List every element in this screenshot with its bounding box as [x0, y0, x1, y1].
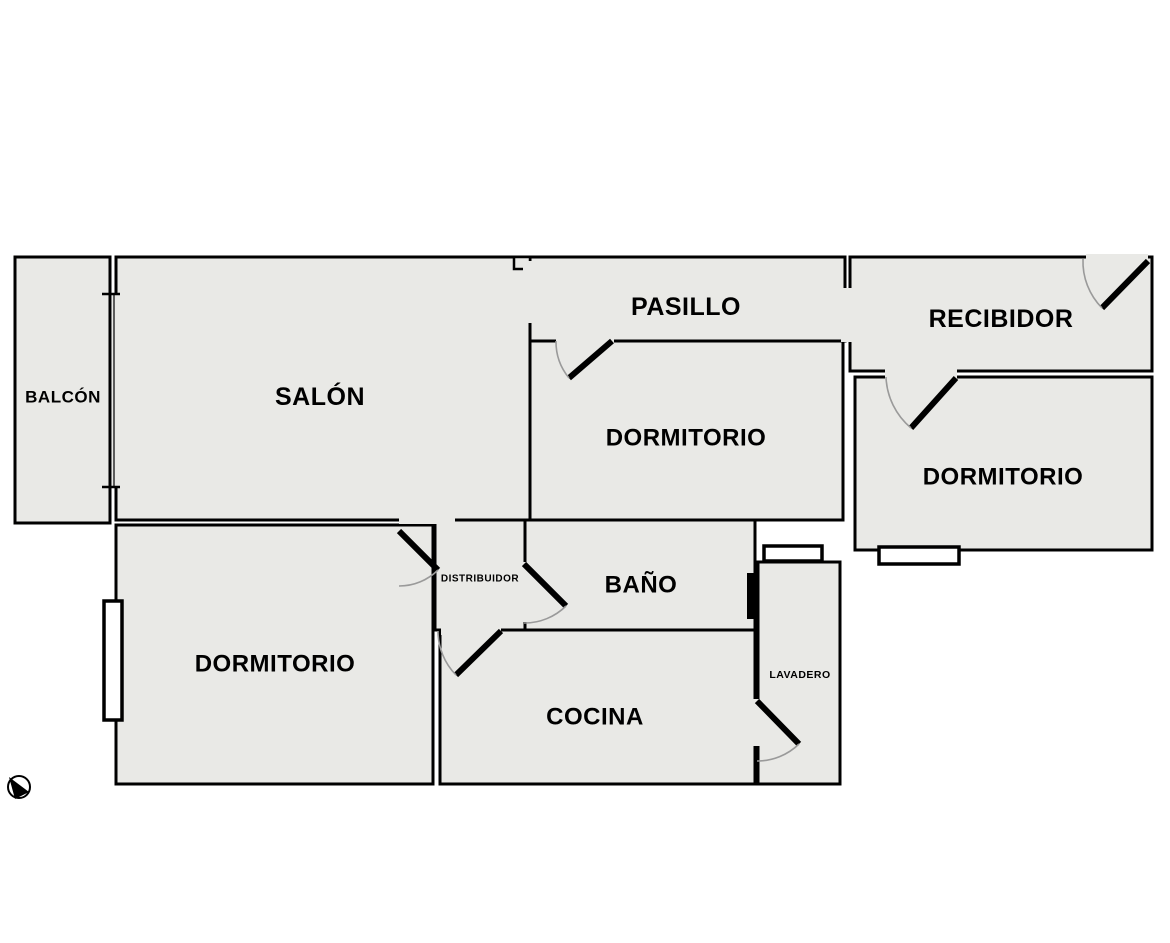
door-salon-distribuidor: [396, 528, 441, 573]
opening-cocina-lavadero: [750, 699, 762, 746]
door-arc-dormitorio-top: [555, 340, 570, 379]
room-lavadero: [756, 560, 842, 786]
room-label-bano: BAÑO: [605, 571, 678, 599]
room-label-recibidor: RECIBIDOR: [929, 305, 1074, 333]
door-bano: [521, 561, 569, 609]
room-dormitorio-left: [114, 523, 435, 786]
opening-pasillo-recibidor: [841, 288, 855, 342]
room-label-salon: SALÓN: [275, 381, 365, 411]
room-label-cocina: COCINA: [546, 704, 644, 731]
window-dormitorio-right: [877, 545, 961, 566]
door-arc-dormitorio-right: [885, 376, 912, 429]
room-label-balcon: BALCÓN: [25, 388, 101, 407]
room-label-dormitorio-right: DORMITORIO: [923, 464, 1084, 491]
door-dormitorio-right: [908, 375, 959, 431]
door-arc-cocina: [437, 630, 457, 676]
room-distribuidor: [433, 518, 527, 632]
opening-salon-distribuidor: [399, 516, 455, 524]
door-entrance: [1099, 258, 1151, 311]
room-label-dormitorio-left: DORMITORIO: [195, 651, 356, 678]
window-lavadero: [762, 544, 824, 563]
opening-pasillo-dormitorio: [556, 336, 614, 346]
north-arrow-icon: [7, 775, 31, 799]
door-arc-salon-distribuidor: [398, 569, 439, 587]
room-cocina: [438, 628, 757, 786]
door-dormitorio-top: [567, 338, 614, 381]
door-arc-lavadero: [756, 743, 800, 762]
room-balcon: [13, 255, 112, 525]
door-arc-bano: [523, 605, 567, 624]
opening-entrance: [1086, 254, 1148, 261]
room-label-dormitorio-top: DORMITORIO: [606, 425, 767, 452]
opening-distribuidor-bano: [520, 562, 530, 622]
door-arc-entrance: [1082, 258, 1103, 309]
door-cocina: [453, 628, 504, 678]
room-dormitorio-right: [853, 375, 1154, 552]
room-dormitorio-top: [528, 339, 845, 522]
room-label-distribuidor: DISTRIBUIDOR: [441, 574, 520, 585]
room-recibidor: [848, 255, 1154, 373]
opening-distribuidor-cocina: [441, 625, 501, 635]
door-lavadero: [754, 698, 802, 747]
room-label-pasillo: PASILLO: [631, 293, 741, 321]
opening-recibidor-dormitorio: [885, 365, 957, 383]
vent-bano: [747, 573, 758, 619]
opening-salon-balcon: [112, 295, 120, 486]
room-label-lavadero: LAVADERO: [769, 669, 830, 681]
window-dormitorio-left: [102, 599, 124, 722]
opening-salon-pasillo: [523, 261, 537, 323]
north-arrow-needle: [9, 777, 29, 799]
room-salon: [114, 255, 532, 522]
